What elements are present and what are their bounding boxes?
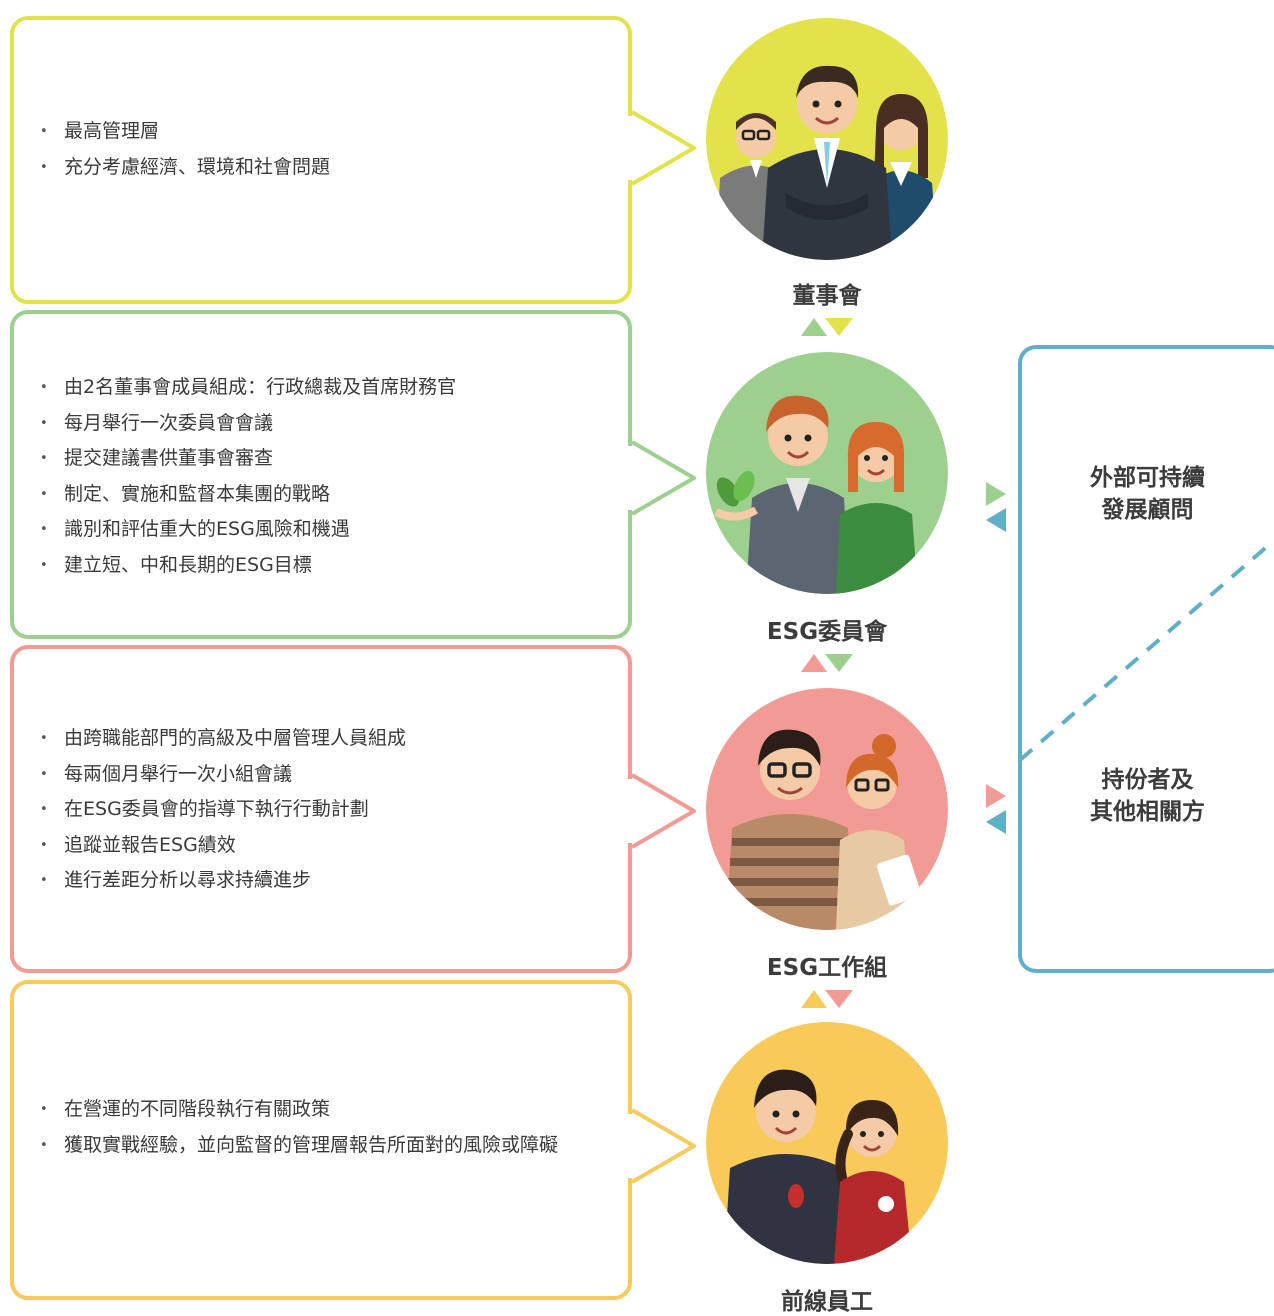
board-point: 充分考慮經濟、環境和社會問題 — [36, 150, 608, 186]
working-group-point-list: 由跨職能部門的高級及中層管理人員組成 每兩個月舉行一次小組會議 在ESG委員會的… — [36, 721, 608, 899]
speech-tail — [624, 1108, 696, 1184]
working-group-point: 進行差距分析以尋求持續進步 — [36, 863, 608, 899]
working-group-point: 每兩個月舉行一次小組會議 — [36, 757, 608, 793]
speech-tail — [624, 773, 696, 849]
bidirectional-arrow-icon — [986, 784, 1006, 834]
board-illustration — [706, 18, 948, 260]
board-point: 最高管理層 — [36, 114, 608, 150]
working-group-illustration — [706, 688, 948, 930]
frontline-illustration — [706, 1022, 948, 1264]
committee-point-list: 由2名董事會成員組成：行政總裁及首席財務官 每月舉行一次委員會會議 提交建議書供… — [36, 370, 608, 583]
working-group-point: 追蹤並報告ESG績效 — [36, 828, 608, 864]
committee-illustration — [706, 352, 948, 594]
committee-description-box: 由2名董事會成員組成：行政總裁及首席財務官 每月舉行一次委員會會議 提交建議書供… — [10, 310, 696, 639]
committee-point: 由2名董事會成員組成：行政總裁及首席財務官 — [36, 370, 608, 406]
bidirectional-arrow-icon — [986, 482, 1006, 532]
working-group-point: 在ESG委員會的指導下執行行動計劃 — [36, 792, 608, 828]
committee-title: ESG委員會 — [766, 619, 888, 645]
speech-tail — [624, 110, 696, 186]
committee-point: 建立短、中和長期的ESG目標 — [36, 548, 608, 584]
bidirectional-arrow-icon — [801, 990, 853, 1008]
external-parties-box — [1018, 345, 1274, 973]
committee-point: 每月舉行一次委員會會議 — [36, 406, 608, 442]
external-consultant-label: 外部可持續 發展顧問 — [1090, 465, 1205, 523]
working-group-description-box: 由跨職能部門的高級及中層管理人員組成 每兩個月舉行一次小組會議 在ESG委員會的… — [10, 645, 696, 973]
committee-point: 提交建議書供董事會審查 — [36, 441, 608, 477]
board-title: 董事會 — [792, 283, 862, 309]
board-point-list: 最高管理層 充分考慮經濟、環境和社會問題 — [36, 114, 608, 185]
working-group-point: 由跨職能部門的高級及中層管理人員組成 — [36, 721, 608, 757]
divider-dashed-line — [1018, 542, 1272, 762]
frontline-point: 在營運的不同階段執行有關政策 — [36, 1092, 608, 1128]
board-description-box: 最高管理層 充分考慮經濟、環境和社會問題 — [10, 16, 696, 304]
bidirectional-arrow-icon — [801, 654, 853, 672]
frontline-point-list: 在營運的不同階段執行有關政策 獲取實戰經驗，並向監督的管理層報告所面對的風險或障… — [36, 1092, 608, 1163]
working-group-title: ESG工作組 — [766, 955, 888, 981]
stakeholders-label: 持份者及 其他相關方 — [1090, 767, 1205, 825]
speech-tail — [624, 440, 696, 516]
committee-point: 識別和評估重大的ESG風險和機遇 — [36, 512, 608, 548]
committee-point: 制定、實施和監督本集團的戰略 — [36, 477, 608, 513]
frontline-description-box: 在營運的不同階段執行有關政策 獲取實戰經驗，並向監督的管理層報告所面對的風險或障… — [10, 980, 696, 1300]
frontline-point: 獲取實戰經驗，並向監督的管理層報告所面對的風險或障礙 — [36, 1128, 608, 1164]
bidirectional-arrow-icon — [801, 318, 853, 336]
